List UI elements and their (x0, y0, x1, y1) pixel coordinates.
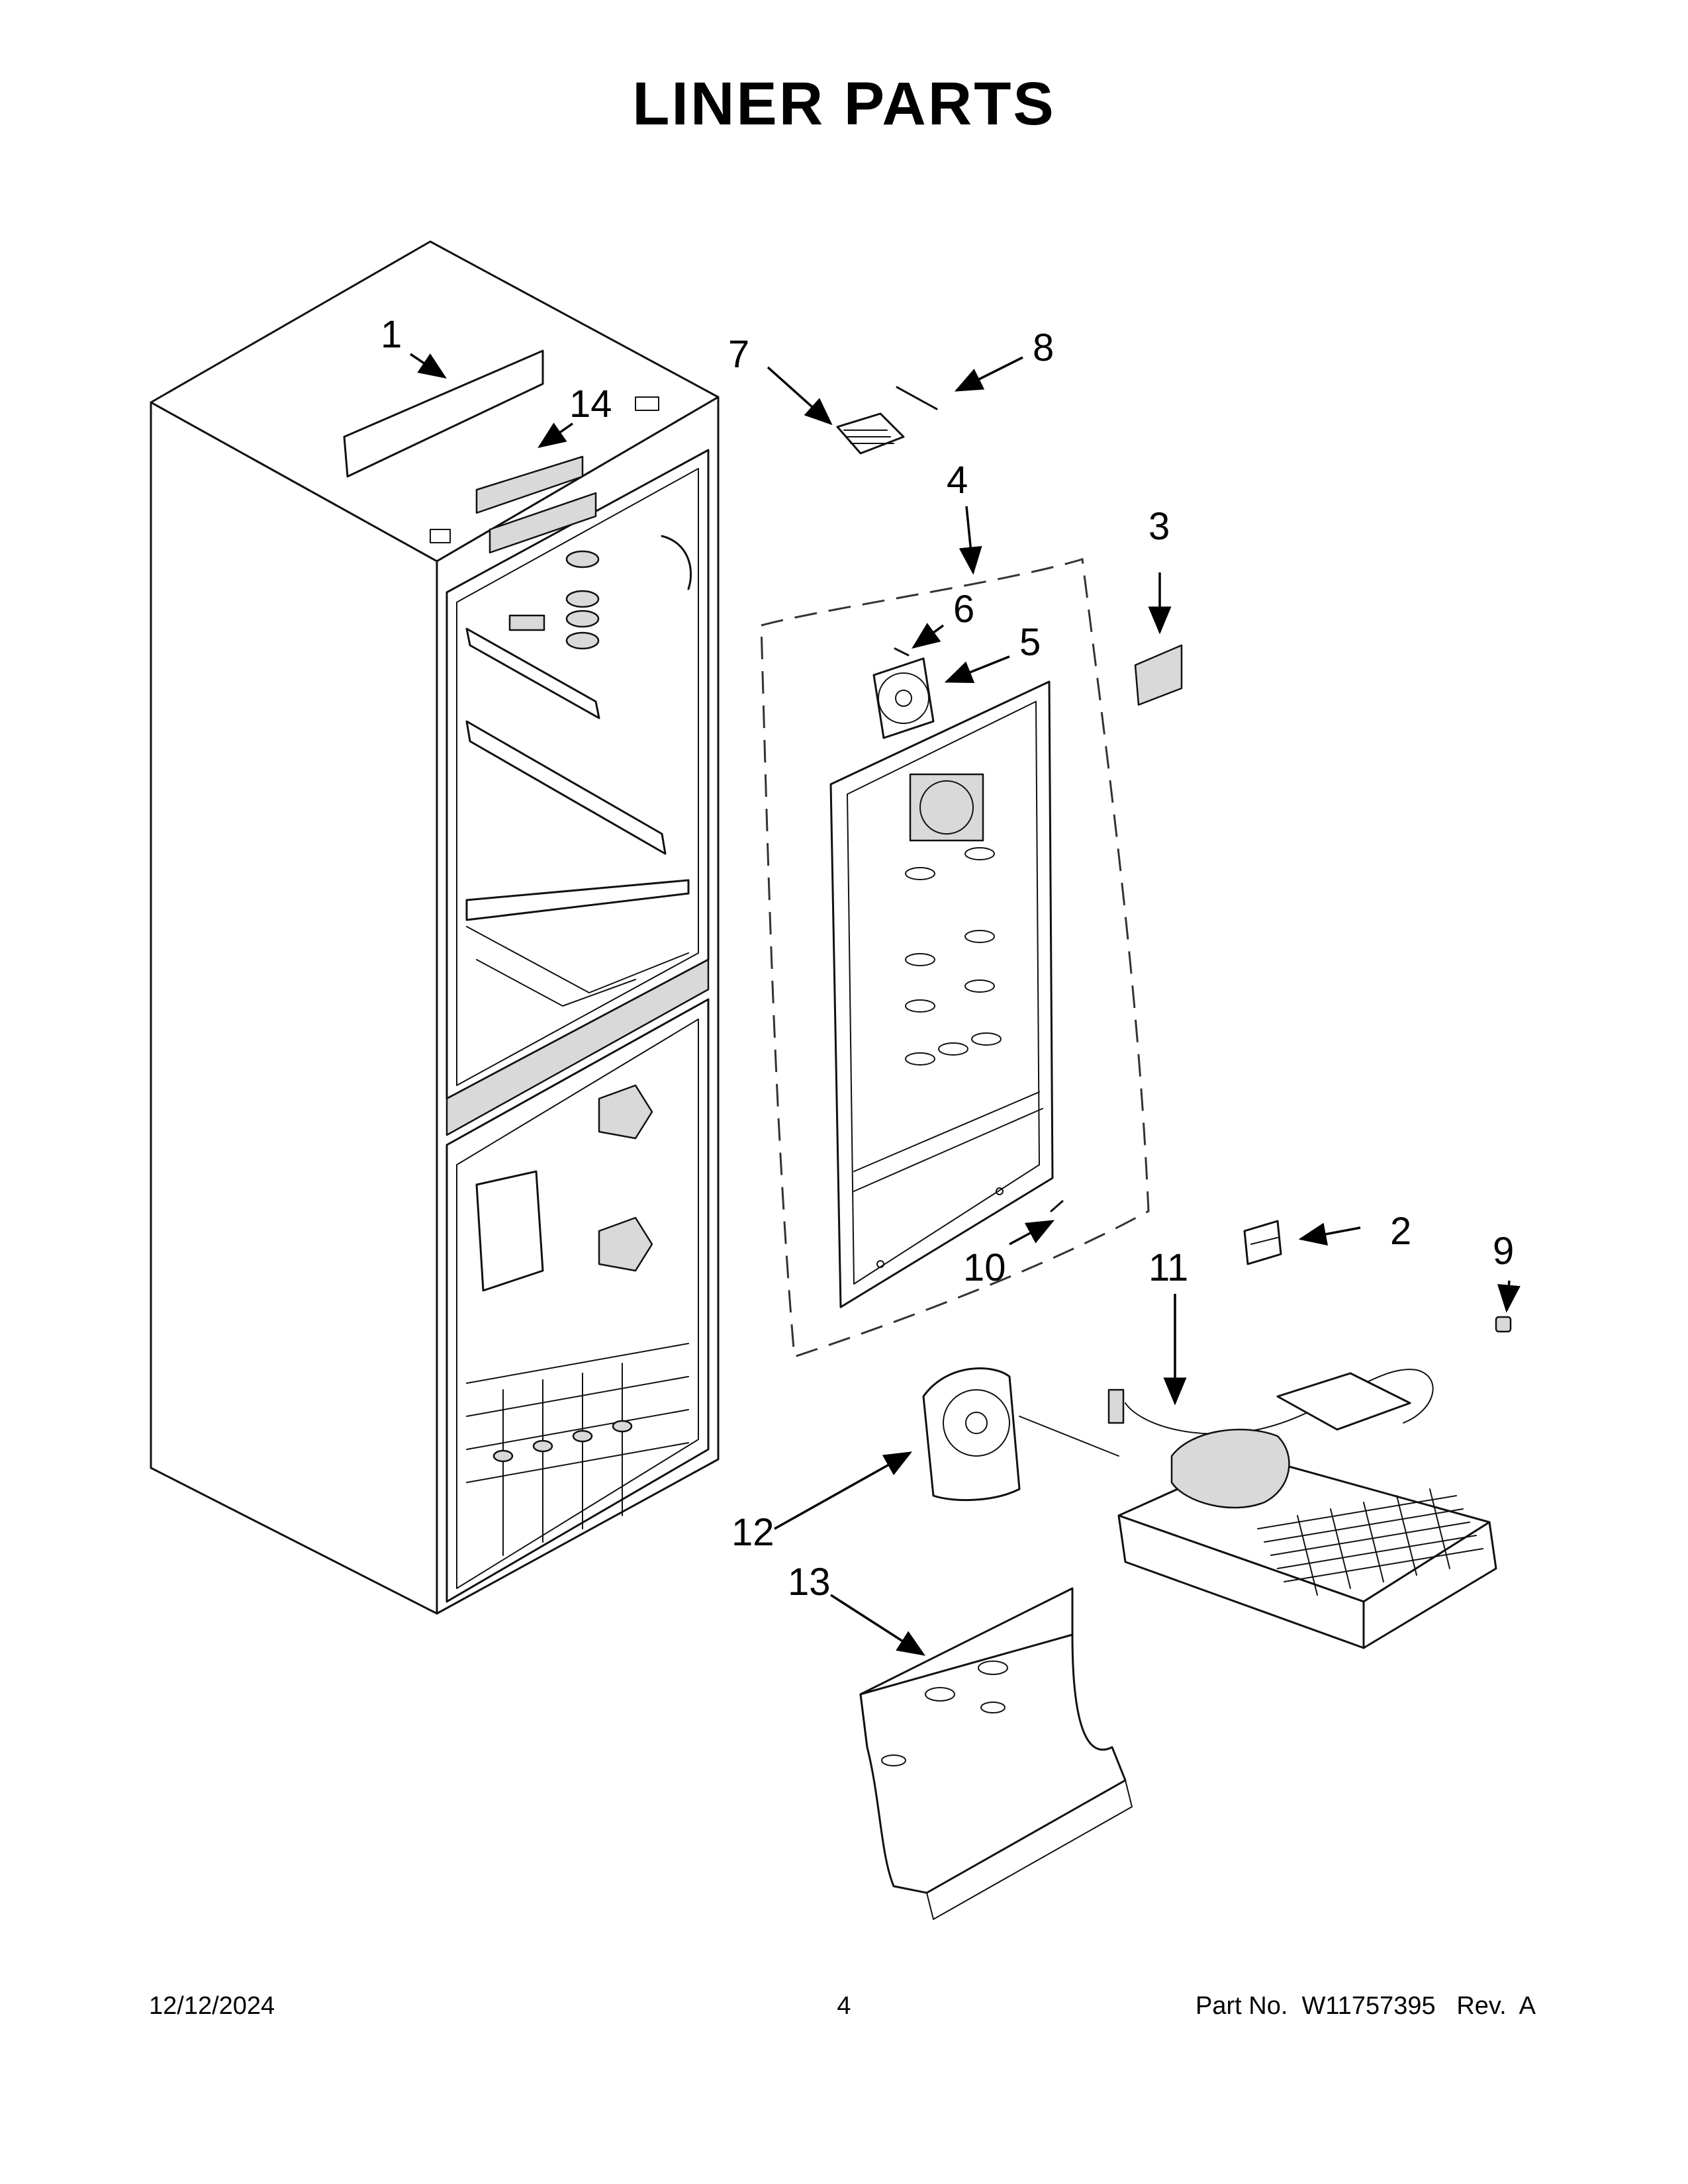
cover-part-3 (1134, 644, 1183, 706)
callout-11: 11 (1149, 1246, 1188, 1289)
footer-part-number: Part No. W11757395 Rev. A (1196, 1992, 1536, 2020)
callout-4: 4 (947, 459, 968, 502)
evaporator-cover-assembly (760, 558, 1150, 1359)
footer-date: 12/12/2024 (149, 1992, 275, 2020)
callout-arrows (410, 353, 1521, 1656)
callout-10: 10 (963, 1246, 1006, 1289)
callout-14: 14 (569, 383, 612, 426)
callout-1: 1 (381, 313, 402, 356)
page-title: LINER PARTS (632, 70, 1056, 138)
callout-3: 3 (1149, 505, 1170, 548)
clip-part-9 (1495, 1316, 1512, 1333)
evaporator-fan (872, 657, 935, 739)
block-part-2 (1243, 1220, 1282, 1265)
callout-5: 5 (1019, 621, 1041, 664)
callout-6: 6 (953, 588, 974, 631)
callout-7: 7 (728, 333, 749, 376)
drain-trough-part-13 (859, 1587, 1133, 1920)
callout-8: 8 (1033, 326, 1054, 369)
callout-9: 9 (1493, 1230, 1514, 1273)
callout-2: 2 (1390, 1210, 1411, 1253)
footer-page-number: 4 (837, 1992, 851, 2020)
fan-shroud-part-12 (922, 1367, 1119, 1502)
screw-part-6 (894, 647, 910, 657)
bracket-part-7 (836, 412, 905, 455)
screw-part-10 (1050, 1200, 1064, 1212)
callout-12: 12 (731, 1511, 774, 1554)
callout-13: 13 (788, 1561, 831, 1604)
evaporator-assembly (1107, 1369, 1497, 1649)
rod-part-8 (896, 386, 938, 410)
callout-labels: 1 2 3 4 5 6 7 8 9 10 11 12 13 14 (381, 313, 1514, 1604)
refrigerator-cabinet (150, 240, 720, 1615)
